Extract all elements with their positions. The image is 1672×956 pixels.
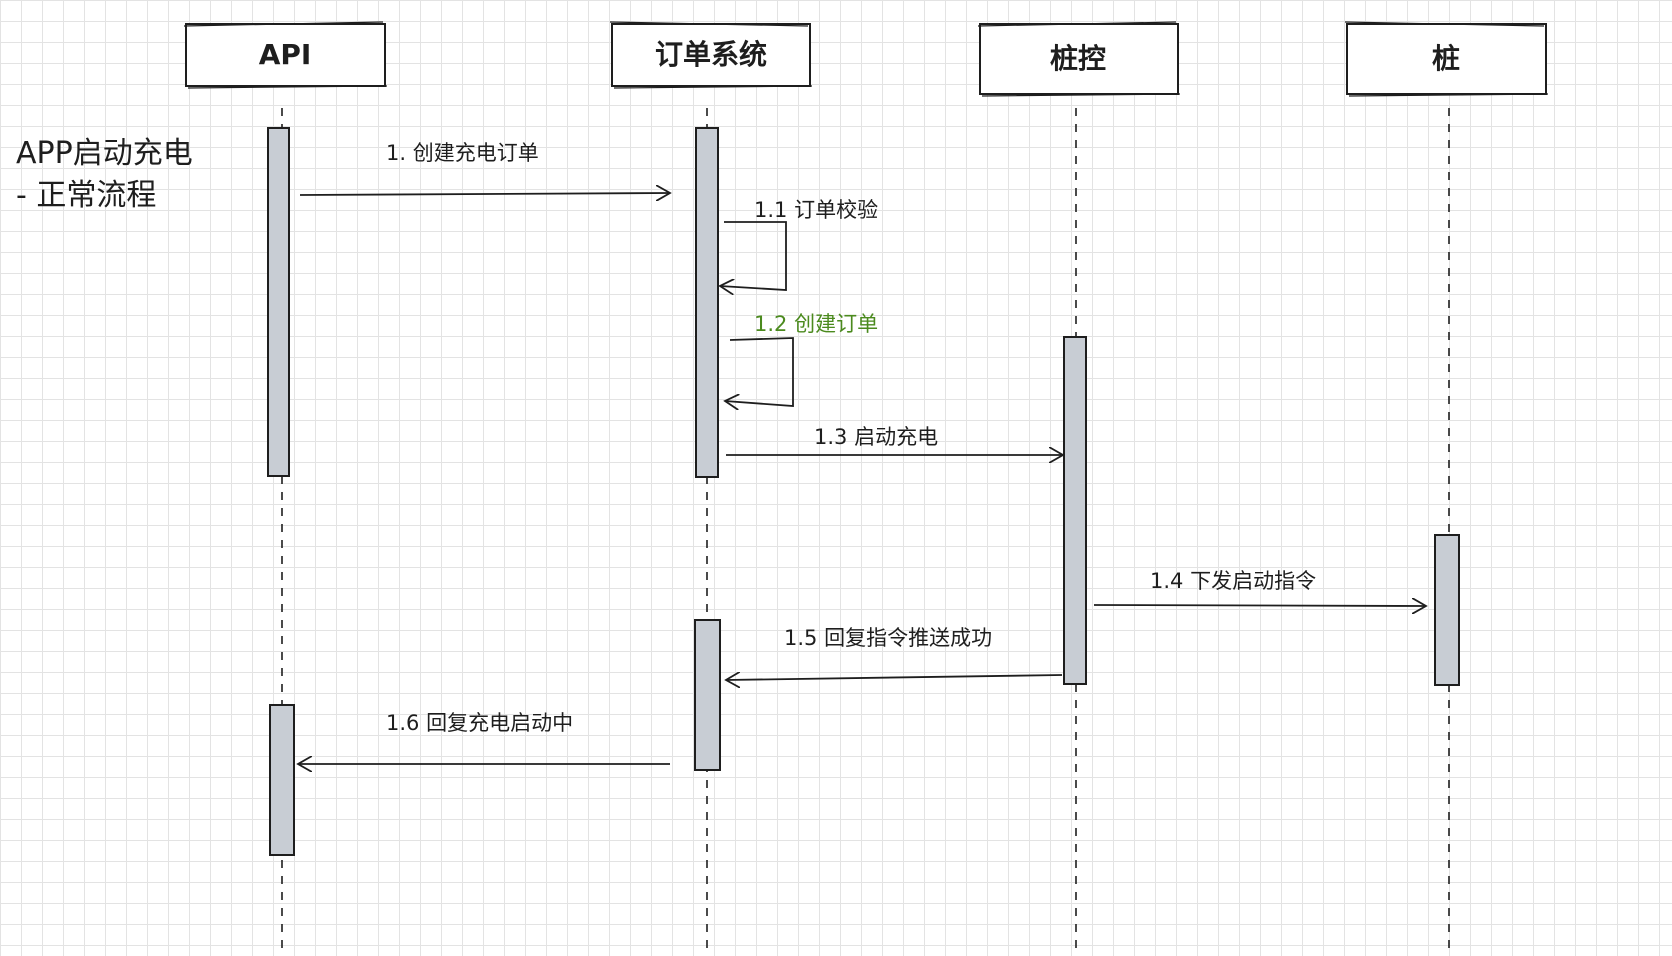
lifeline-order: 订单系统 [609, 21, 813, 956]
lifeline-api: API [183, 21, 388, 956]
lifeline-pile-label: 桩 [1432, 42, 1460, 75]
lifeline-pilecontrol-label: 桩控 [1050, 42, 1106, 75]
lifeline-api-label: API [259, 38, 312, 71]
message-1-3-label: 1.3 启动充电 [814, 425, 938, 449]
activation-order-2 [694, 619, 721, 771]
lifeline-pile-box-sketch [1344, 21, 1549, 97]
lifeline-api-box-sketch [183, 21, 388, 89]
message-1-1-label: 1.1 订单校验 [754, 198, 878, 222]
message-1-1-arrow [720, 221, 787, 290]
message-1: 1. 创建充电订单 [299, 141, 670, 195]
message-1-6: 1.6 回复充电启动中 [298, 711, 670, 764]
message-1-5: 1.5 回复指令推送成功 [726, 626, 1063, 680]
lifeline-pilecontrol-box-sketch [977, 21, 1181, 97]
message-1-2: 1.2 创建订单 [725, 312, 878, 406]
message-1-label: 1. 创建充电订单 [386, 141, 539, 165]
message-1-4-label: 1.4 下发启动指令 [1150, 569, 1316, 593]
diagram-note-line-1: APP启动充电 [16, 136, 193, 171]
message-1-arrow [299, 193, 670, 195]
activation-order-1 [695, 127, 719, 478]
lifeline-order-box-sketch [609, 21, 813, 89]
lifeline-order-box [611, 23, 811, 87]
lifeline-pile-box [1346, 23, 1547, 95]
activation-api-2 [269, 704, 295, 856]
message-1-3: 1.3 启动充电 [726, 425, 1063, 455]
message-1-4-arrow [1093, 605, 1426, 606]
message-1-2-arrow [725, 337, 794, 406]
activation-api-1 [267, 127, 290, 477]
activation-pilecontrol-1 [1063, 336, 1087, 685]
activation-pile-1 [1434, 534, 1460, 686]
diagram-note-line-2: - 正常流程 [16, 178, 156, 213]
message-1-1: 1.1 订单校验 [720, 198, 878, 290]
message-1-2-label: 1.2 创建订单 [754, 312, 878, 336]
message-1-4: 1.4 下发启动指令 [1093, 569, 1426, 606]
message-1-5-label: 1.5 回复指令推送成功 [784, 626, 992, 650]
message-1-5-arrow [726, 675, 1063, 680]
message-1-6-label: 1.6 回复充电启动中 [386, 711, 573, 735]
lifeline-order-label: 订单系统 [655, 38, 767, 71]
lifeline-pile: 桩 [1344, 21, 1549, 956]
